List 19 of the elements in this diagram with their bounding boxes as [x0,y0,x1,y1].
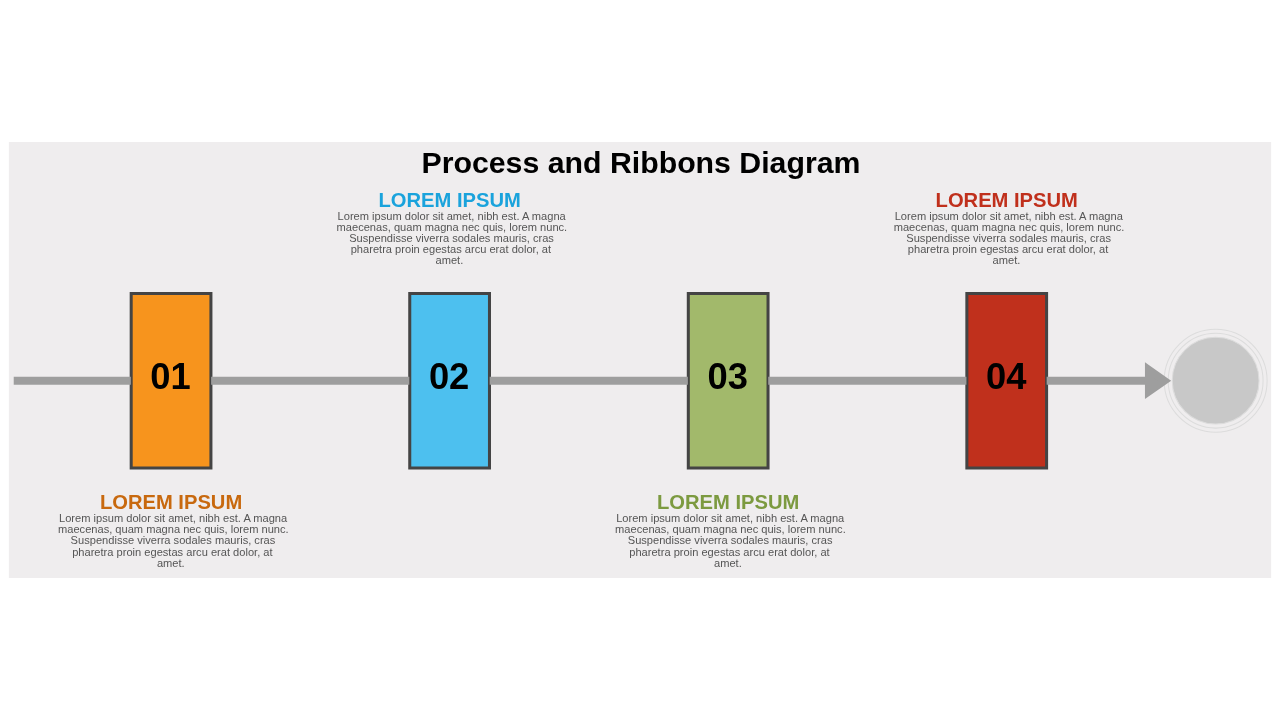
node-label: Lorem ipsum dolor sit amet, nibh est. A magna maecenas, quam magna nec quis, lorem nunc. Suspendisse viverra sodales mauris, cras pharetra proin egestas arcu erat dolor, at amet. [58,512,289,569]
arrow [1046,362,1172,400]
node-circle [1163,328,1268,433]
node-label: Lorem ipsum dolor sit amet, nibh est. A magna maecenas, quam magna nec quis, lorem nunc. Suspendisse viverra sodales mauris, cras pharetra proin egestas arcu erat dolor, at amet. [893,209,1125,266]
node-label: Lorem ipsum dolor sit amet, nibh est. A magna maecenas, quam magna nec quis, lorem nunc. Suspendisse viverra sodales mauris, cras pharetra proin egestas arcu erat dolor, at amet. [336,209,568,266]
node-label: LOREM IPSUM [378,188,521,211]
node-box: 04 [965,291,1049,470]
node-box: 02 [408,291,491,470]
node-box: 03 [686,291,770,470]
connector [211,376,410,385]
connector [489,376,688,385]
node-label: LOREM IPSUM [935,188,1078,211]
connector [13,376,131,385]
node-label: LOREM IPSUM [99,491,243,514]
connector [768,376,967,385]
node-box: 01 [129,291,213,470]
node-label: LOREM IPSUM [657,491,800,514]
node-label: Lorem ipsum dolor sit amet, nibh est. A magna maecenas, quam magna nec quis, lorem nunc. Suspendisse viverra sodales mauris, cras pharetra proin egestas arcu erat dolor, at amet. [615,512,846,569]
diagram-title: Process and Ribbons Diagram [421,146,861,180]
